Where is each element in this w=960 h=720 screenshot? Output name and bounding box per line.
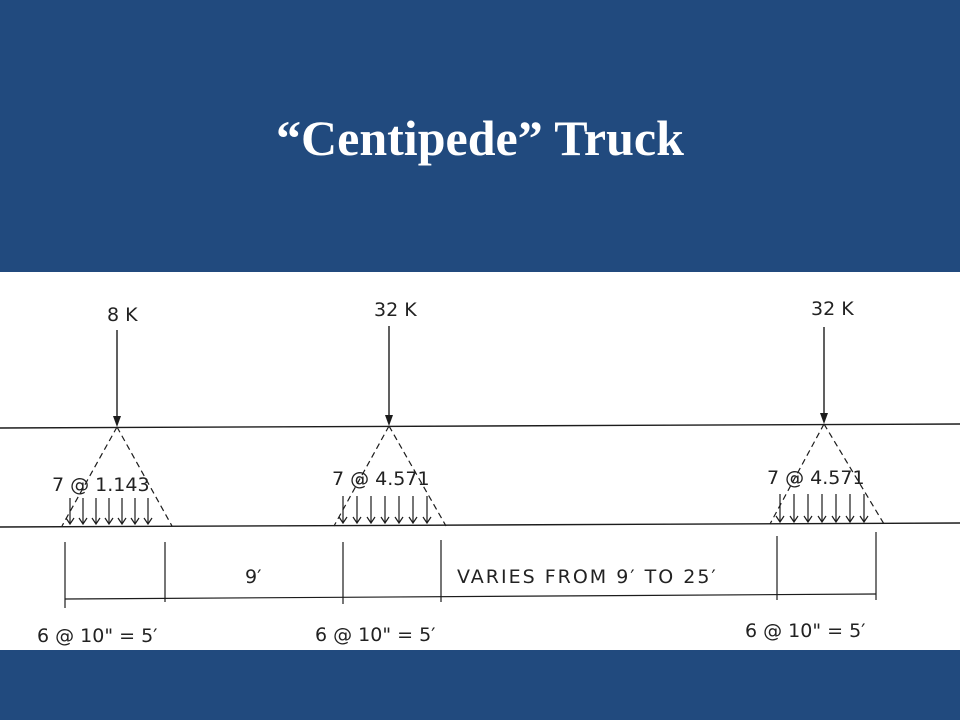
slide-title: “Centipede” Truck <box>276 110 684 166</box>
axle-2: 32 K 7 @ 4.571 6 @ 10" = 5′ <box>315 299 447 646</box>
axle-2-distributed-loads <box>338 496 432 525</box>
axle-1-spread-right <box>116 426 173 527</box>
dimension-line <box>64 593 877 600</box>
axle-2-load-arrowhead <box>385 415 393 426</box>
axle-1-load-label: 8 K <box>107 304 138 326</box>
axle-3: 32 K 7 @ 4.571 6 @ 10" = 5′ <box>745 298 885 642</box>
dimension-lines <box>64 532 877 608</box>
axle-1-load-arrowhead <box>113 416 121 427</box>
deck-top-line <box>0 423 960 429</box>
axle-3-spacing-label: 6 @ 10" = 5′ <box>745 620 866 642</box>
axle-3-distributed-loads <box>775 494 869 524</box>
axle-1-spacing-label: 6 @ 10" = 5′ <box>37 625 158 647</box>
axle-2-spacing-label: 6 @ 10" = 5′ <box>315 624 436 646</box>
first-gap-label: 9′ <box>245 566 261 588</box>
axle-1: 8 K 7 @ 1.143 6 @ 10" = 5′ <box>37 304 173 647</box>
axle-3-spread-left <box>769 423 825 525</box>
axle-3-load-arrowhead <box>820 413 828 424</box>
axle-3-load-label: 32 K <box>811 298 854 320</box>
axle-2-load-label: 32 K <box>374 299 417 321</box>
axle-2-distribution-label: 7 @ 4.571 <box>332 468 430 490</box>
deck-bottom-line <box>0 522 960 528</box>
centipede-truck-diagram: 8 K 7 @ 1.143 6 @ 10" = 5′ 32 K <box>0 272 960 650</box>
axle-3-distribution-label: 7 @ 4.571 <box>767 467 865 489</box>
axle-1-distributed-loads <box>65 498 153 526</box>
axle-2-spread-right <box>388 425 447 527</box>
second-gap-label: VARIES FROM 9′ TO 25′ <box>457 566 718 588</box>
axle-1-spread-left <box>61 426 118 527</box>
axle-1-distribution-label: 7 @ 1.143 <box>52 474 150 496</box>
